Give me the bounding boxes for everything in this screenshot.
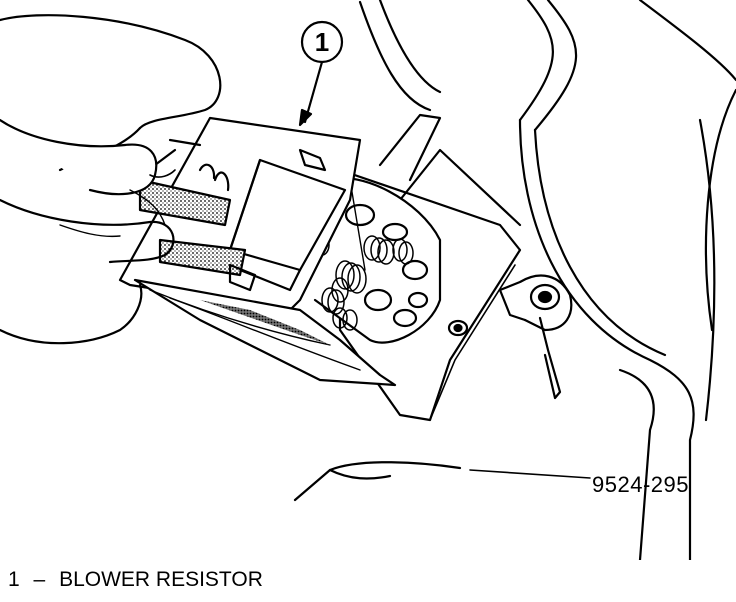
- callout-leader: [298, 20, 344, 127]
- legend-item: 1 – BLOWER RESISTOR: [8, 568, 263, 592]
- housing-outline: [358, 0, 736, 560]
- lower-shelf: [293, 461, 591, 502]
- figure-number: 9524-295: [592, 472, 689, 497]
- legend-label: BLOWER RESISTOR: [59, 568, 263, 591]
- hand: [0, 14, 222, 345]
- mounting-bracket: [498, 274, 573, 400]
- legend-separator: –: [33, 568, 46, 591]
- resistor-coil-card: [313, 177, 442, 344]
- resistor-body: [118, 116, 397, 387]
- legend-number: 1: [8, 568, 20, 591]
- blower-resistor-illustration: [0, 0, 736, 560]
- callout-number: 1: [314, 27, 330, 57]
